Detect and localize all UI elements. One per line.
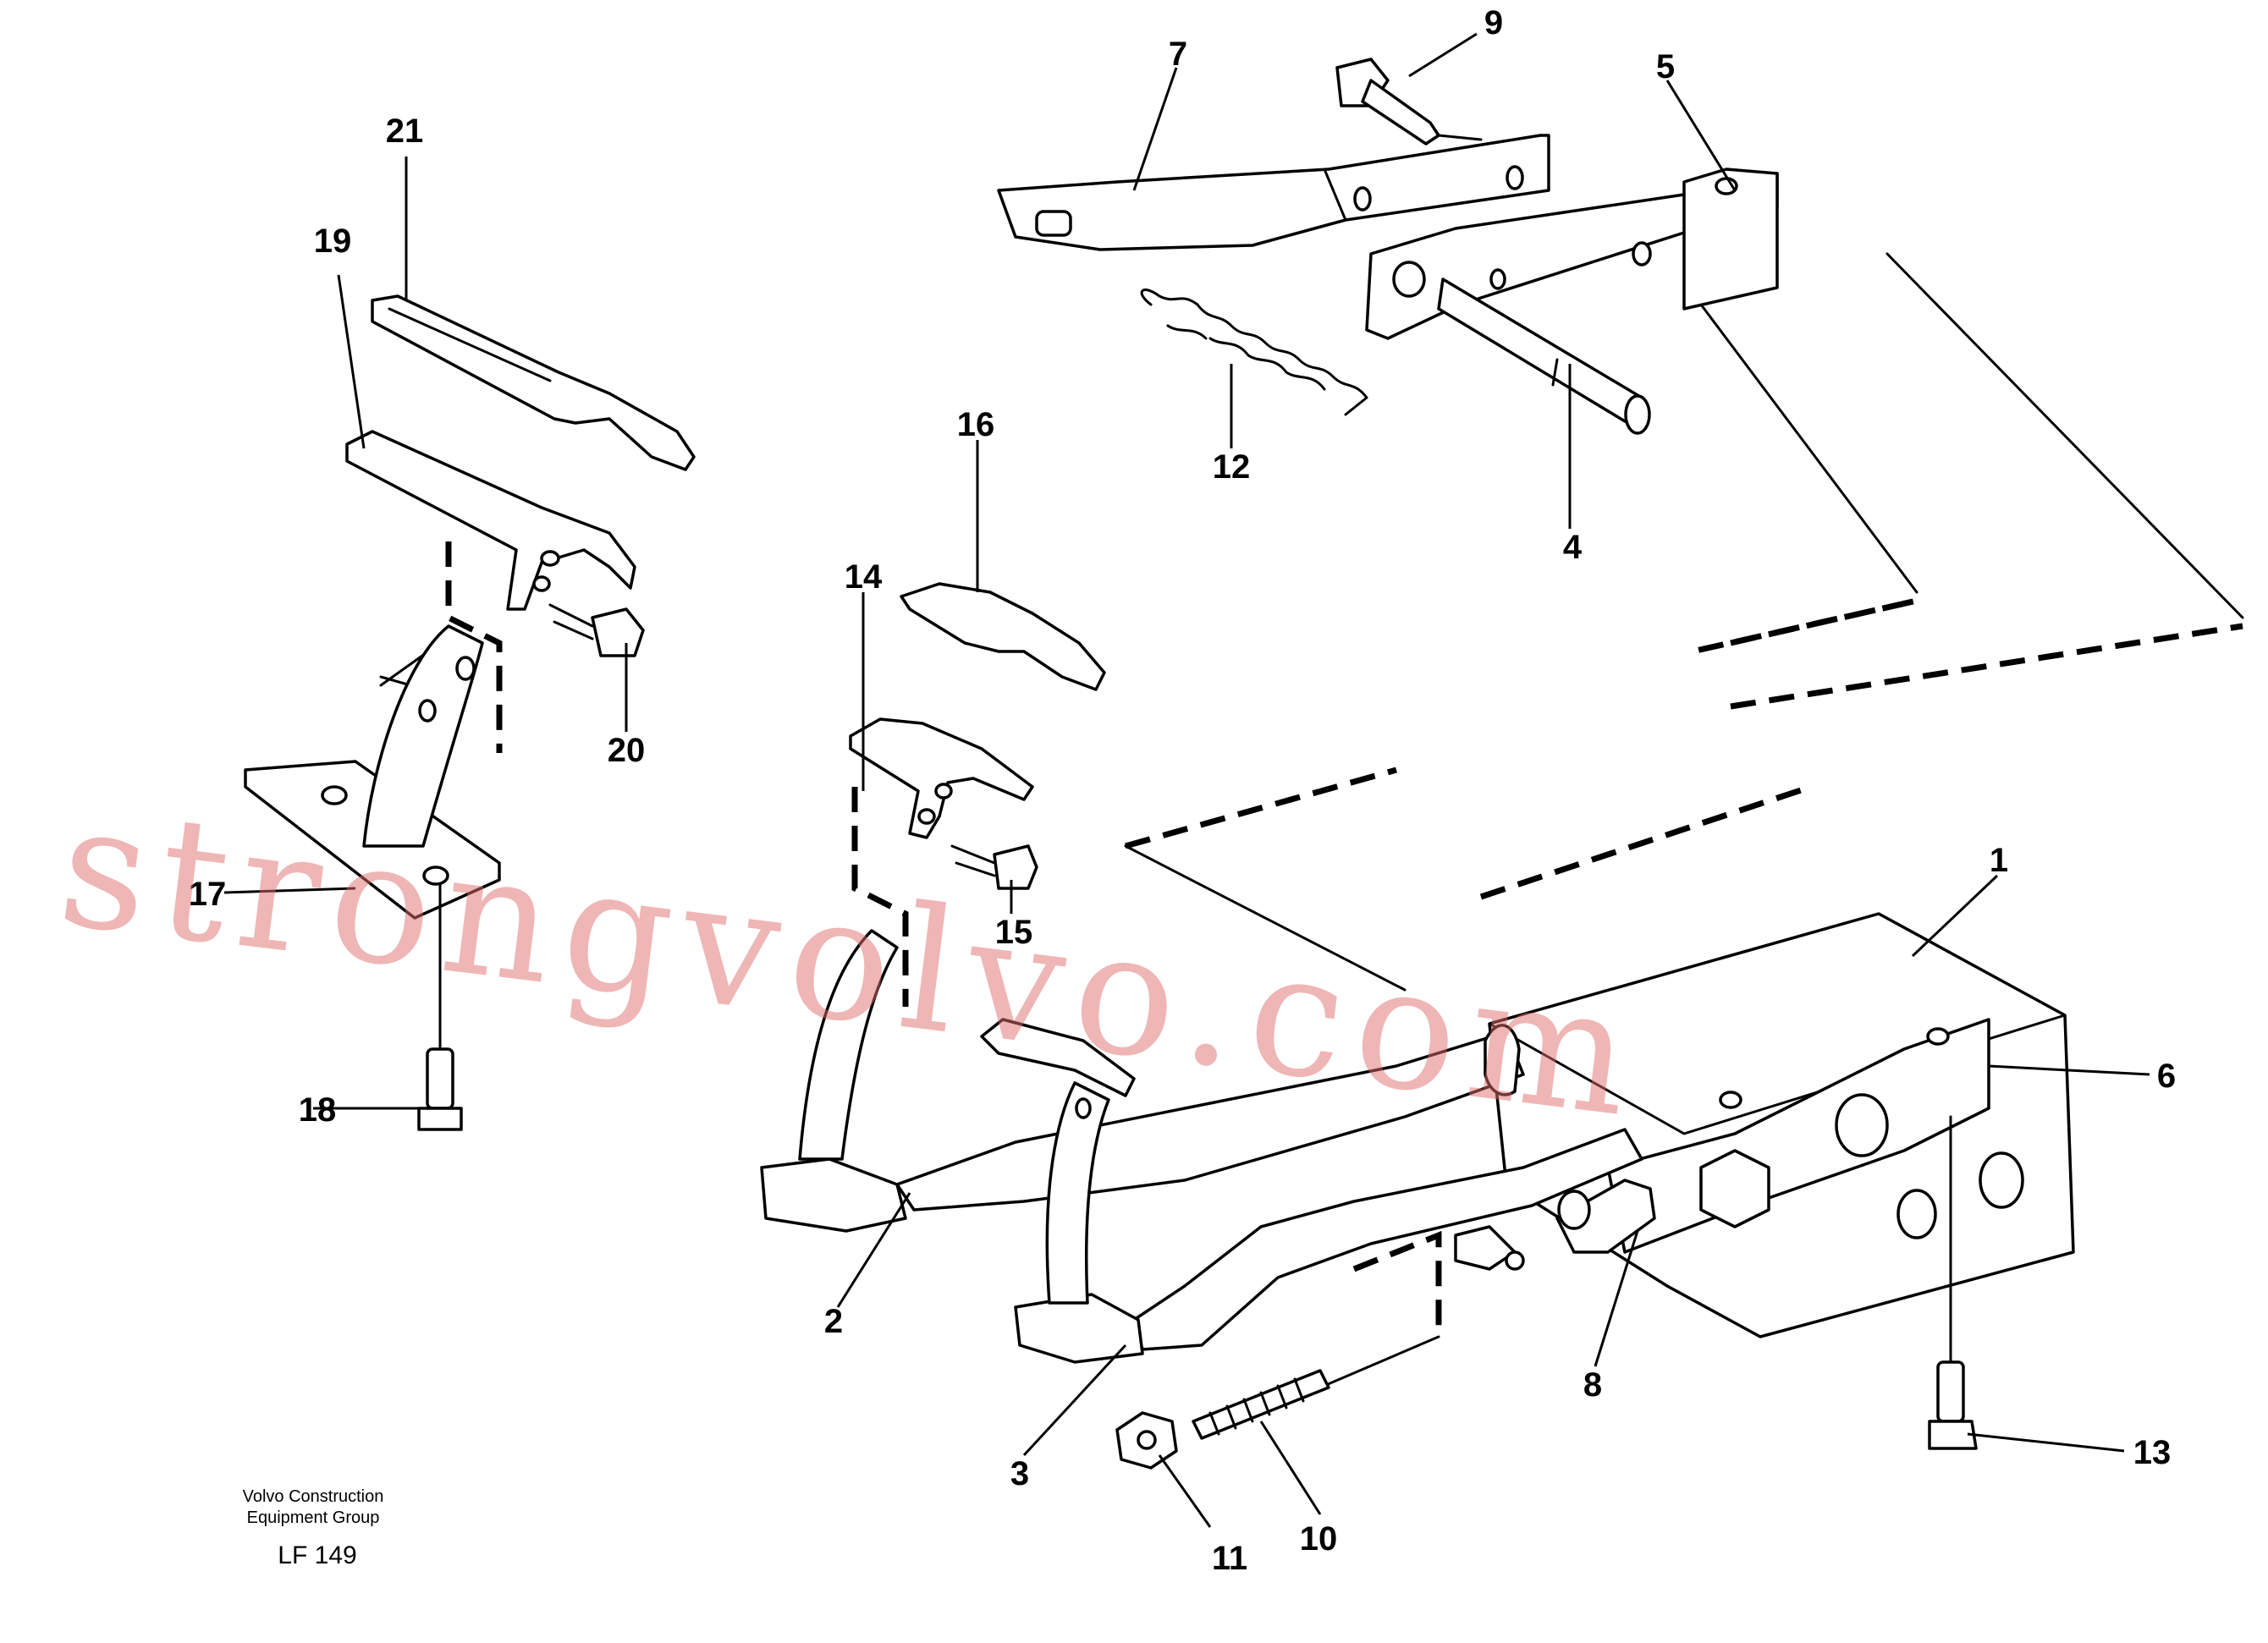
credit-line-2: Equipment Group: [247, 1508, 380, 1527]
part-12-spring: [1140, 288, 1368, 416]
callout-4: 4: [1563, 529, 1583, 566]
callout-18: 18: [299, 1091, 337, 1129]
assembly-dash-lines: [445, 541, 2243, 1337]
callout-11: 11: [1212, 1540, 1247, 1577]
callout-19: 19: [314, 223, 352, 260]
callout-12: 12: [1213, 448, 1251, 486]
callout-13: 13: [2133, 1434, 2172, 1471]
part-16-pedal-pad: [900, 582, 1106, 691]
part-8-adjuster: [1454, 1179, 1656, 1271]
leader-lines: [223, 32, 2150, 1528]
callout-7: 7: [1169, 36, 1187, 73]
callout-17: 17: [189, 876, 227, 913]
part-14-pedal: [849, 717, 1034, 839]
callout-21: 21: [386, 113, 424, 150]
callout-6: 6: [2157, 1058, 2176, 1095]
credit-block: Volvo Construction Equipment Group LF 14…: [243, 1487, 384, 1569]
part-18-bolt: [417, 882, 463, 1131]
part-21-pedal-pad: [371, 294, 696, 471]
part-13-bolt: [1928, 1115, 1978, 1450]
callout-5: 5: [1656, 48, 1675, 85]
callouts: 1 2 3 4 5 6 7 8 9 10 11 12 13 14 15 16 1…: [189, 4, 2176, 1577]
credit-line-1: Volvo Construction: [243, 1487, 384, 1506]
callout-20: 20: [608, 732, 646, 769]
callout-14: 14: [845, 558, 883, 596]
part-9-bolt: [1335, 58, 1483, 146]
callout-3: 3: [1010, 1455, 1029, 1492]
pin-lines: [379, 252, 2244, 1389]
part-11-nut: [1115, 1411, 1178, 1470]
part-10-rod: [1192, 1369, 1330, 1440]
callout-2: 2: [824, 1303, 843, 1340]
part-7-lever: [997, 134, 1550, 251]
callout-1: 1: [1990, 842, 2008, 879]
callout-16: 16: [957, 406, 995, 443]
part-20-bolt: [548, 603, 645, 657]
part-3-pedal-lever: [980, 1018, 1643, 1364]
callout-10: 10: [1300, 1520, 1338, 1558]
part-17-mount-bracket: [244, 624, 501, 920]
callout-9: 9: [1484, 4, 1503, 41]
part-19-pedal: [345, 430, 636, 611]
drawing-code: LF 149: [278, 1541, 356, 1569]
part-15-bolt: [950, 844, 1038, 890]
callout-15: 15: [995, 914, 1033, 951]
callout-8: 8: [1583, 1366, 1602, 1404]
part-4-shaft: [1437, 277, 1651, 435]
part-6-bracket: [1606, 1018, 1990, 1254]
